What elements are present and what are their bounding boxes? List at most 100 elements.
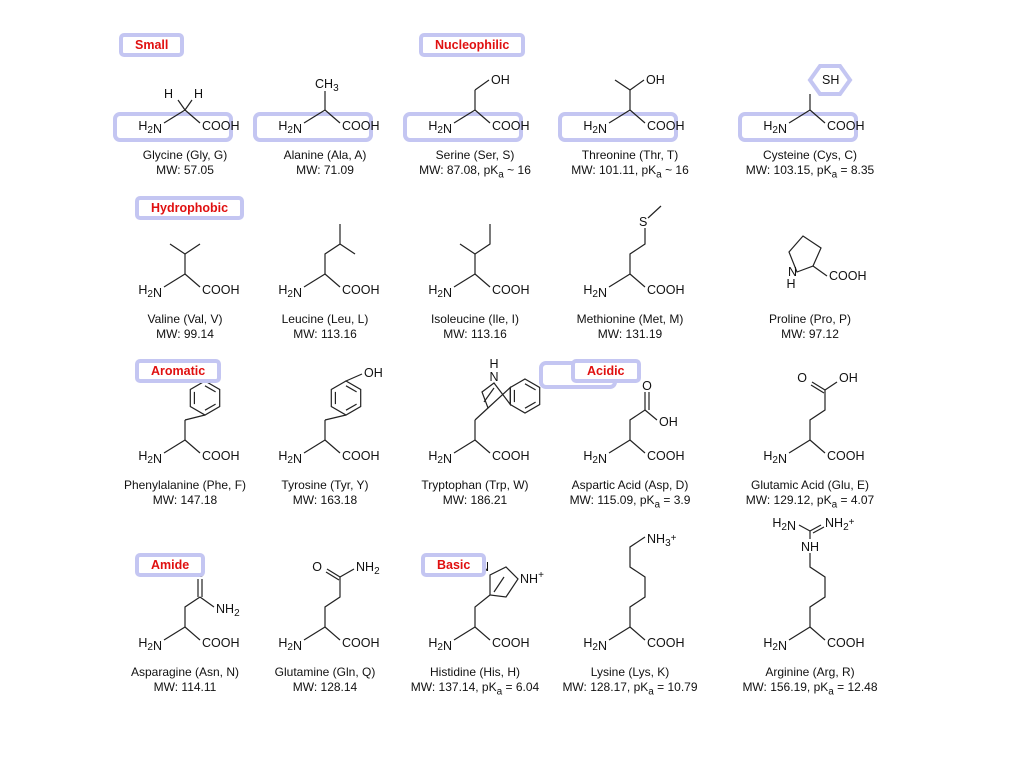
hydrogen-label: H (786, 277, 795, 291)
bond (453, 439, 476, 454)
hydroxyl-label: OH (659, 415, 678, 429)
aromatic-bond (524, 401, 536, 409)
bond (324, 273, 341, 288)
amino-acid-mw: MW: 147.18 (152, 493, 218, 507)
bond (811, 381, 826, 391)
amino-acid-caption: Phenylalanine (Phe, F)MW: 147.18 (100, 478, 270, 508)
bond (824, 381, 838, 391)
amino-acid-caption: Leucine (Leu, L)MW: 113.16 (240, 312, 410, 342)
bond (184, 414, 206, 421)
bond (303, 109, 326, 124)
amino-acid-caption: Isoleucine (Ile, I)MW: 113.16 (390, 312, 560, 342)
bond (644, 409, 658, 421)
bond-chain (629, 536, 646, 627)
bond (474, 407, 489, 421)
group-label-amide: Amide (135, 553, 206, 577)
bond-chain (324, 224, 341, 274)
highlight-box (403, 112, 523, 142)
carboxyl-label: COOH (647, 119, 685, 133)
amino-acid-mw: MW: 103.15, pKa = 8.35 (745, 163, 875, 181)
bond (453, 626, 476, 641)
carbonyl-oxygen-label: O (312, 560, 322, 574)
bond (324, 439, 341, 454)
amine-label: H2N (428, 119, 452, 136)
thiol-label: SH (822, 73, 839, 87)
hydrogen-label: H (489, 357, 498, 371)
iminium-label: NH2+ (825, 516, 855, 533)
group-label-small: Small (119, 33, 185, 57)
bond (474, 79, 490, 91)
carboxyl-label: COOH (342, 449, 380, 463)
bond (303, 273, 326, 288)
bond (608, 273, 631, 288)
amino-acid-mw: MW: 163.18 (292, 493, 358, 507)
amino-acid-mw: MW: 113.16 (443, 327, 507, 341)
amino-acid-mw: MW: 71.09 (296, 163, 354, 177)
group-label-acidic: Acidic (571, 359, 641, 383)
bond (184, 626, 201, 641)
amino-acid-name: Glutamic Acid (Glu, E) (750, 478, 870, 492)
amino-acid-name: Threonine (Thr, T) (581, 148, 679, 162)
bond-chain (629, 409, 646, 440)
amino-acid-name: Valine (Val, V) (147, 312, 223, 326)
aromatic-bond (204, 385, 216, 393)
amine-label: H2N (583, 636, 607, 653)
amide-label: NH2 (356, 560, 380, 577)
hydroxyl-label: OH (646, 73, 665, 87)
benzene-ring (189, 380, 221, 416)
bond (453, 273, 476, 288)
amino-acid-caption: Glutamine (Gln, Q)MW: 128.14 (240, 665, 410, 695)
amine-label: H2N (278, 449, 302, 466)
amino-acid-caption: Tyrosine (Tyr, Y)MW: 163.18 (240, 478, 410, 508)
amino-acid-mw: MW: 97.12 (781, 327, 839, 341)
ring-nitrogen-label: N (788, 265, 797, 279)
bond (812, 526, 825, 534)
amine-label: H2N (583, 449, 607, 466)
amino-acid-name: Glutamine (Gln, Q) (274, 665, 376, 679)
hydroxyl-label: OH (491, 73, 510, 87)
hydroxyl-label: OH (839, 371, 858, 385)
amino-acid-name: Glycine (Gly, G) (142, 148, 228, 162)
amino-acid-threonine: H2N COOH OH Threonine (Thr, T)MW: 101.11, p… (545, 48, 715, 198)
bond-chain (184, 596, 201, 627)
aromatic-bond (524, 383, 536, 391)
amino-acid-caption: Methionine (Met, M)MW: 131.19 (545, 312, 715, 342)
bond (629, 439, 646, 454)
amino-acid-name: Asparagine (Asn, N) (130, 665, 240, 679)
bond (345, 373, 363, 382)
amino-acid-caption: Serine (Ser, S)MW: 87.08, pKa ~ 16 (390, 148, 560, 182)
carboxyl-label: COOH (647, 283, 685, 297)
carboxyl-label: COOH (342, 283, 380, 297)
amino-acid-mw: MW: 131.19 (597, 327, 663, 341)
imidazole-ring (489, 566, 519, 598)
bond (788, 109, 811, 124)
amino-acid-mw: MW: 128.14 (292, 680, 358, 694)
amine-label: H2N (583, 119, 607, 136)
sulfur-label: S (639, 215, 647, 229)
amino-acid-mw: MW: 101.11, pKa ~ 16 (571, 163, 689, 181)
indole-nitrogen-label: N (489, 370, 498, 384)
amine-label: H2N (278, 636, 302, 653)
pyrrole-ring (481, 382, 511, 410)
bond (199, 596, 215, 608)
bond (629, 79, 645, 91)
amino-acid-mw: MW: 156.19, pKa = 12.48 (742, 680, 878, 698)
amino-acid-histidine: H2NCOOHHNNH+Histidine (His, H)MW: 137.14… (390, 560, 560, 715)
bond (184, 243, 201, 255)
amine-label: H2N (763, 119, 787, 136)
amine-label: H2N (138, 636, 162, 653)
bond (325, 571, 340, 581)
amino-acid-caption: Alanine (Ala, A)MW: 71.09 (240, 148, 410, 178)
aromatic-bond (345, 403, 357, 411)
bond (809, 439, 826, 454)
